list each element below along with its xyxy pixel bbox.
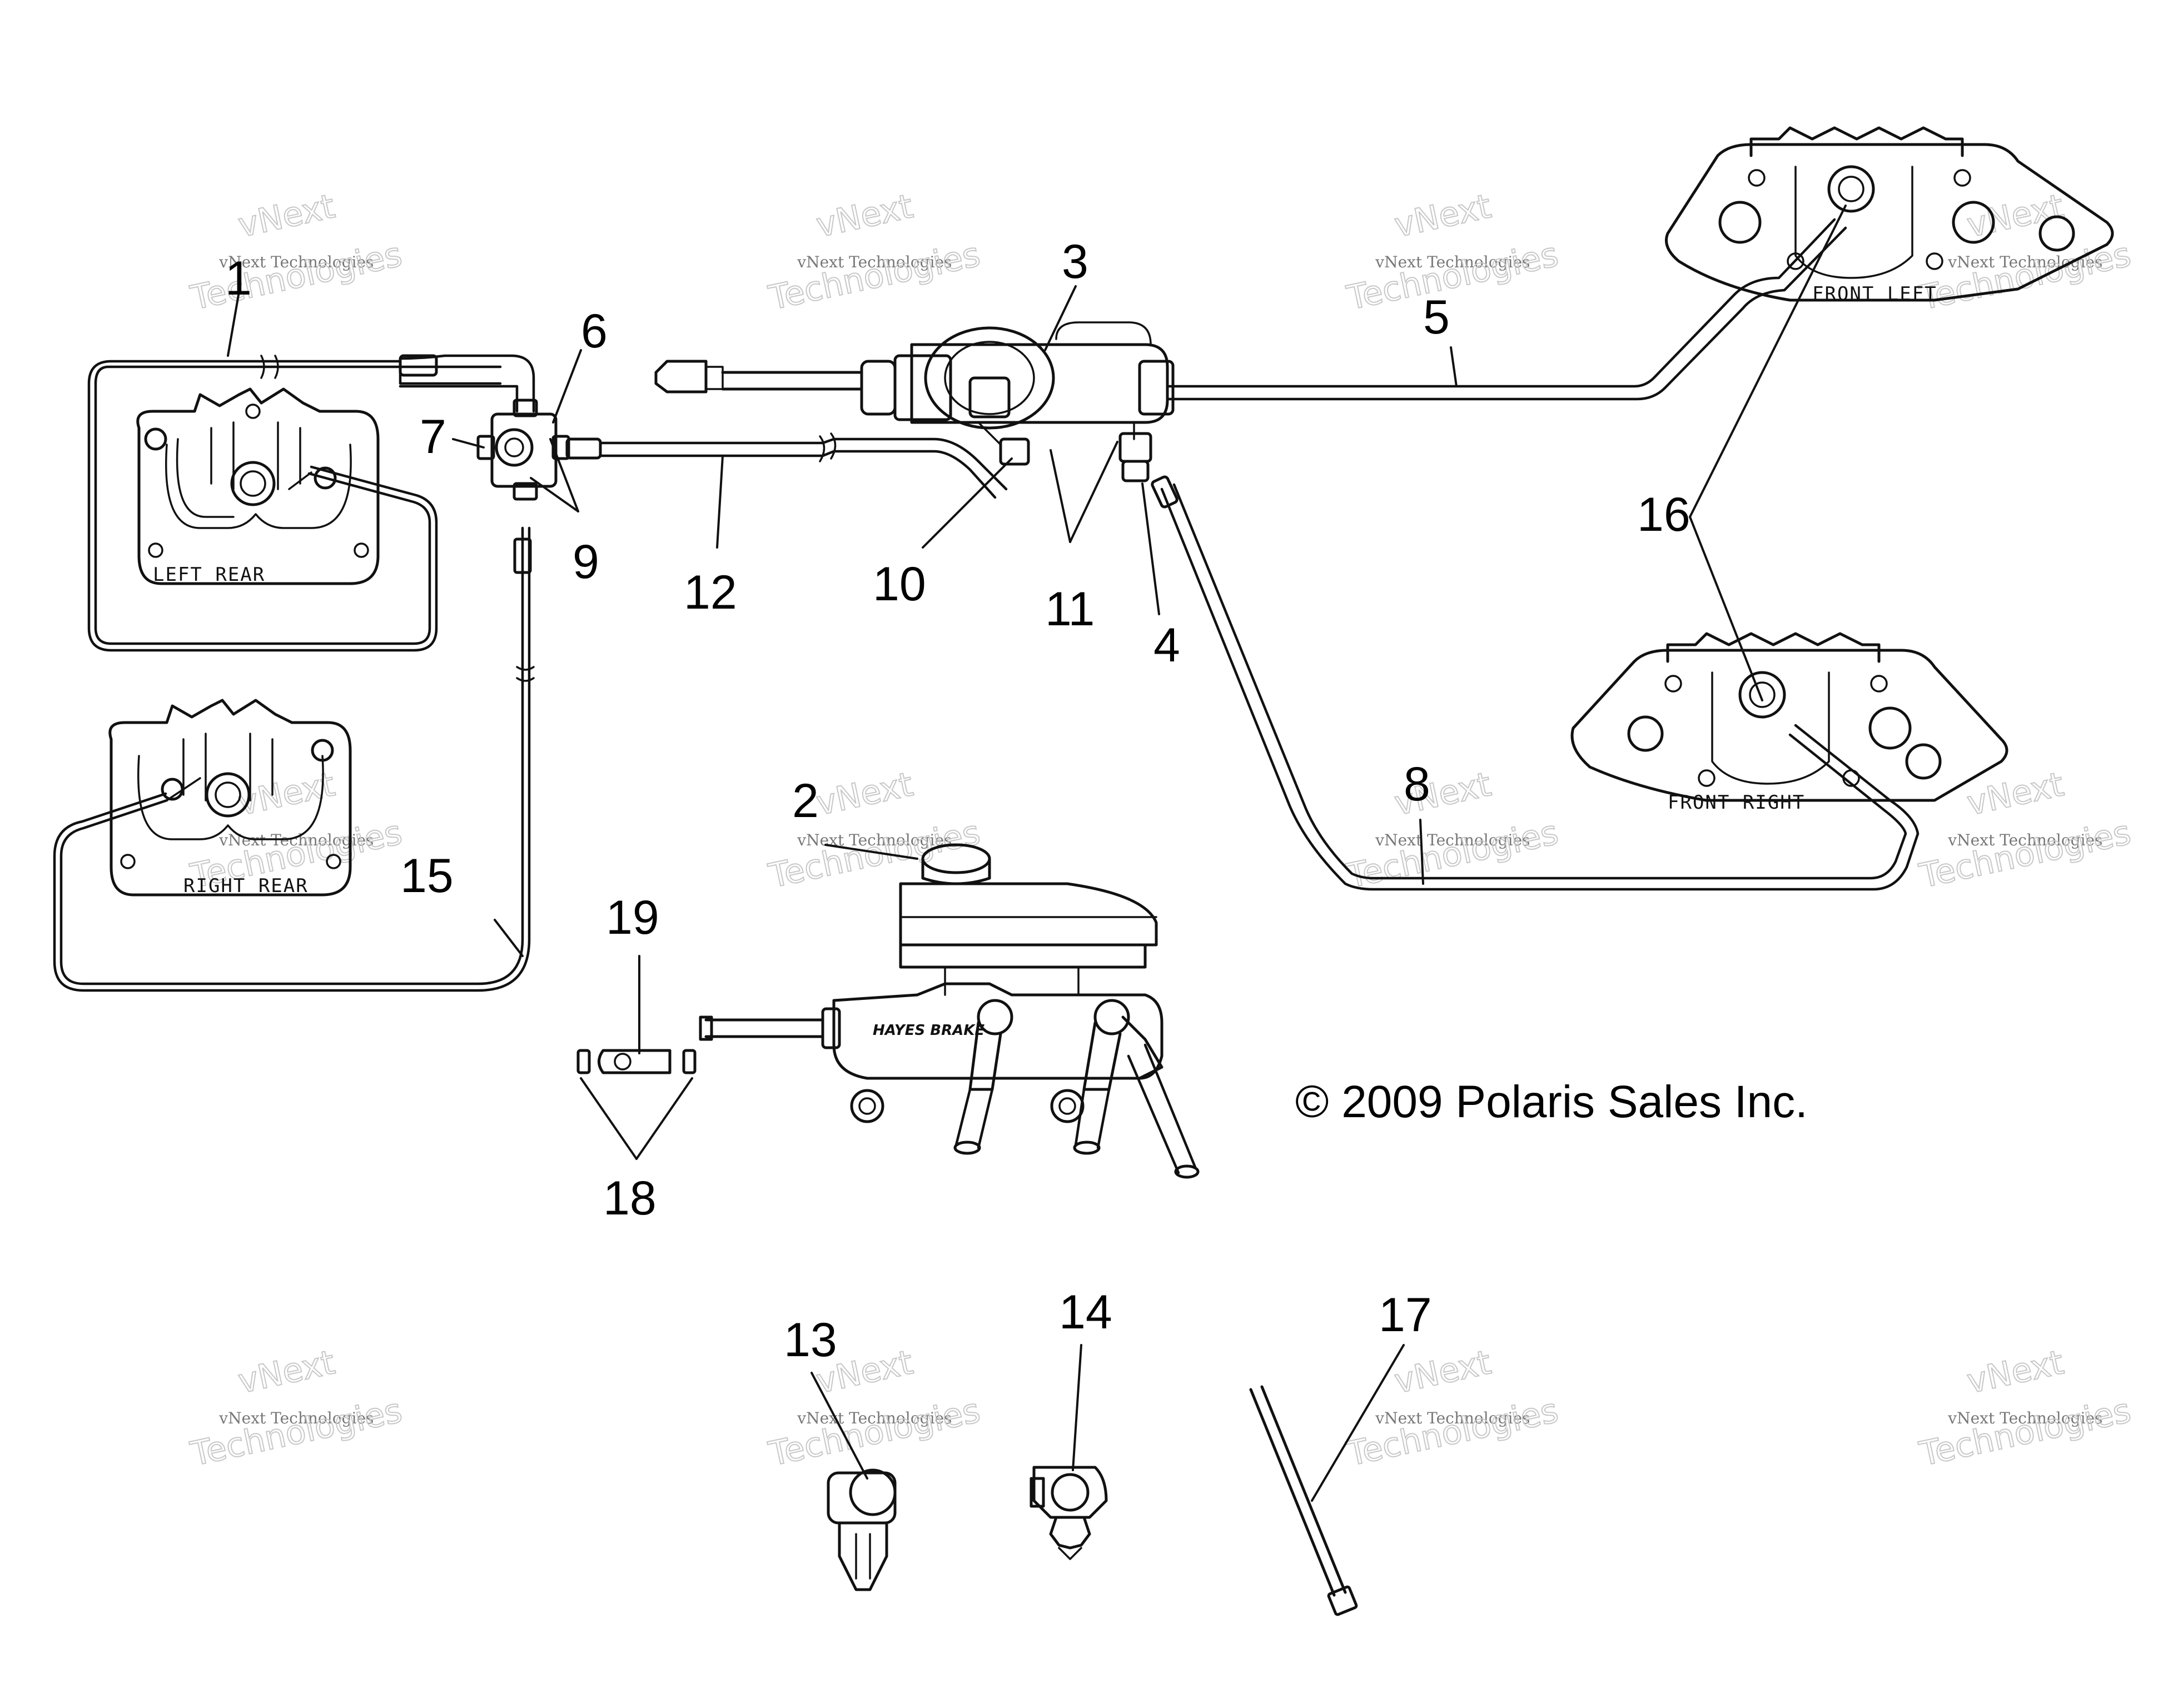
brake-line-left-rear: [87, 354, 535, 652]
callout-12: 12: [684, 566, 737, 619]
watermark: vNext vNext Technologies Technologies: [765, 186, 984, 318]
watermark: vNext vNext Technologies Technologies: [187, 186, 406, 318]
caliper-front-right: FRONT RIGHT: [1570, 632, 2008, 814]
svg-text:vNext Technologies: vNext Technologies: [1947, 1409, 2102, 1427]
master-cylinder-detail: HAYES BRAKE: [699, 843, 1200, 1179]
caliper-right-rear: RIGHT REAR: [108, 699, 352, 897]
svg-text:vNext Technologies: vNext Technologies: [1375, 1409, 1530, 1427]
callouts: 1 2 3 4 5 6 7 8 9 10 11 12 13 14 15 16 1…: [225, 235, 1690, 1367]
callout-17: 17: [1379, 1288, 1432, 1342]
svg-text:vNext Technologies: vNext Technologies: [218, 253, 374, 271]
caliper-front-left: FRONT LEFT: [1665, 126, 2114, 305]
svg-text:vNext Technologies: vNext Technologies: [1947, 831, 2102, 849]
brake-line-front-left: [1166, 218, 1847, 401]
watermark: vNext vNext Technologies Technologies: [1916, 764, 2135, 897]
callout-18: 18: [603, 1172, 657, 1225]
svg-text:vNext: vNext: [813, 187, 916, 245]
callout-2: 2: [792, 774, 819, 828]
leader-lines: [227, 205, 1847, 1502]
callout-11: 11: [1045, 582, 1095, 636]
callout-5: 5: [1423, 291, 1450, 344]
caliper-label-front-left: FRONT LEFT: [1812, 283, 1937, 305]
svg-text:Technologies: Technologies: [765, 1391, 984, 1474]
svg-text:vNext: vNext: [1391, 1343, 1494, 1401]
svg-text:Technologies: Technologies: [1344, 235, 1562, 318]
clevis-pin-part-19: [576, 1049, 697, 1074]
svg-text:vNext: vNext: [1963, 1343, 2067, 1401]
svg-text:vNext Technologies: vNext Technologies: [218, 831, 374, 849]
svg-text:vNext: vNext: [235, 1343, 338, 1401]
svg-text:vNext Technologies: vNext Technologies: [1375, 831, 1530, 849]
svg-text:vNext Technologies: vNext Technologies: [1947, 253, 2102, 271]
svg-text:vNext Technologies: vNext Technologies: [797, 253, 952, 271]
svg-text:Technologies: Technologies: [765, 235, 984, 318]
svg-text:vNext Technologies: vNext Technologies: [1375, 253, 1530, 271]
watermark: vNext vNext Technologies Technologies: [1343, 764, 1563, 897]
callout-8: 8: [1404, 758, 1430, 811]
svg-text:vNext: vNext: [1963, 187, 2067, 245]
caliper-label-front-right: FRONT RIGHT: [1668, 791, 1805, 814]
watermark: vNext vNext Technologies Technologies: [1343, 1342, 1563, 1475]
callout-4: 4: [1153, 619, 1180, 672]
svg-text:vNext Technologies: vNext Technologies: [218, 1409, 374, 1427]
watermark: vNext vNext Technologies Technologies: [187, 1342, 406, 1475]
callout-16: 16: [1637, 488, 1690, 541]
copyright-notice: © 2009 Polaris Sales Inc.: [1295, 1077, 1808, 1127]
caliper-label-left-rear: LEFT REAR: [153, 564, 265, 586]
brake-line-12: [565, 432, 1008, 499]
callout-15: 15: [400, 849, 454, 903]
brake-line-right-rear: [53, 526, 535, 992]
callout-1: 1: [225, 252, 252, 305]
callout-13: 13: [784, 1313, 837, 1367]
svg-text:Technologies: Technologies: [1916, 1391, 2135, 1474]
svg-text:vNext Technologies: vNext Technologies: [797, 831, 952, 849]
svg-text:Technologies: Technologies: [1344, 813, 1562, 896]
clip-part-13: [827, 1468, 897, 1591]
svg-text:vNext Technologies: vNext Technologies: [797, 1409, 952, 1427]
svg-text:Technologies: Technologies: [187, 235, 406, 318]
svg-text:Technologies: Technologies: [1916, 813, 2135, 896]
callout-7: 7: [420, 410, 446, 464]
master-cylinder-brand: HAYES BRAKE: [873, 1022, 984, 1039]
svg-text:vNext: vNext: [235, 187, 338, 245]
svg-text:vNext: vNext: [813, 765, 916, 823]
svg-text:Technologies: Technologies: [1344, 1391, 1562, 1474]
watermark: vNext vNext Technologies Technologies: [765, 764, 984, 897]
callout-10: 10: [873, 557, 926, 611]
brake-line-front-right: [1151, 475, 1920, 891]
callout-3: 3: [1062, 235, 1088, 288]
callout-14: 14: [1059, 1286, 1112, 1339]
watermark: vNext vNext Technologies Technologies: [1916, 1342, 2135, 1475]
caliper-left-rear: LEFT REAR: [136, 387, 380, 586]
clip-part-14: [1030, 1466, 1108, 1560]
callout-9: 9: [573, 535, 599, 589]
cable-tie-part-17: [1249, 1385, 1358, 1616]
svg-text:Technologies: Technologies: [187, 1391, 406, 1474]
svg-text:vNext: vNext: [1391, 187, 1494, 245]
callout-19: 19: [606, 891, 659, 944]
watermark: vNext vNext Technologies Technologies: [1916, 186, 2135, 318]
watermarks: vNext vNext Technologies Technologies vN…: [187, 186, 2135, 1475]
caliper-label-right-rear: RIGHT REAR: [183, 875, 309, 897]
callout-6: 6: [581, 305, 608, 358]
